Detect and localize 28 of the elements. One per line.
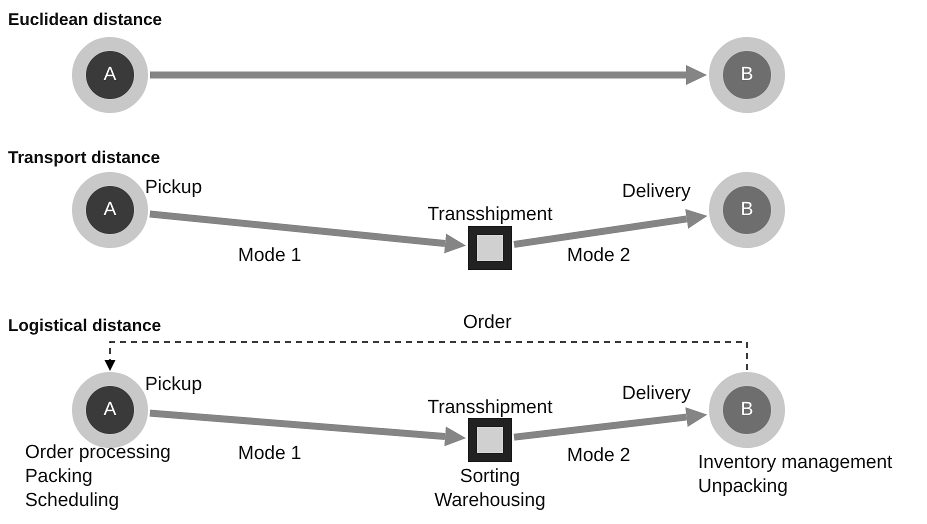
node-label: A bbox=[104, 64, 116, 86]
node-caption: Scheduling bbox=[25, 490, 120, 512]
arrow bbox=[513, 209, 708, 248]
text-label: Delivery bbox=[622, 383, 691, 405]
node-caption: Packing bbox=[25, 466, 93, 488]
arrow bbox=[150, 410, 466, 446]
node-label: A bbox=[104, 399, 116, 421]
section-heading: Transport distance bbox=[8, 147, 160, 169]
node-label: B bbox=[740, 399, 754, 421]
node-caption: Warehousing bbox=[433, 490, 547, 512]
node-caption: Sorting bbox=[458, 466, 522, 488]
node-label: A bbox=[104, 199, 116, 221]
arrow bbox=[150, 65, 707, 85]
node-label: B bbox=[740, 64, 754, 86]
node-heading: Transshipment bbox=[426, 204, 554, 226]
text-label: Delivery bbox=[622, 181, 691, 203]
node-caption: Unpacking bbox=[698, 476, 788, 498]
node-label: B bbox=[740, 199, 754, 221]
node-caption: Order processing bbox=[25, 442, 171, 464]
arrow bbox=[149, 210, 466, 254]
text-label: Pickup bbox=[145, 177, 202, 199]
text-label: Pickup bbox=[145, 374, 202, 396]
node-heading: Transshipment bbox=[426, 397, 554, 419]
arrow bbox=[514, 407, 708, 441]
node-caption: Inventory management bbox=[698, 452, 892, 474]
section-heading: Logistical distance bbox=[8, 315, 162, 337]
dashed-arrow bbox=[104, 341, 748, 371]
section-heading: Euclidean distance bbox=[8, 9, 162, 31]
